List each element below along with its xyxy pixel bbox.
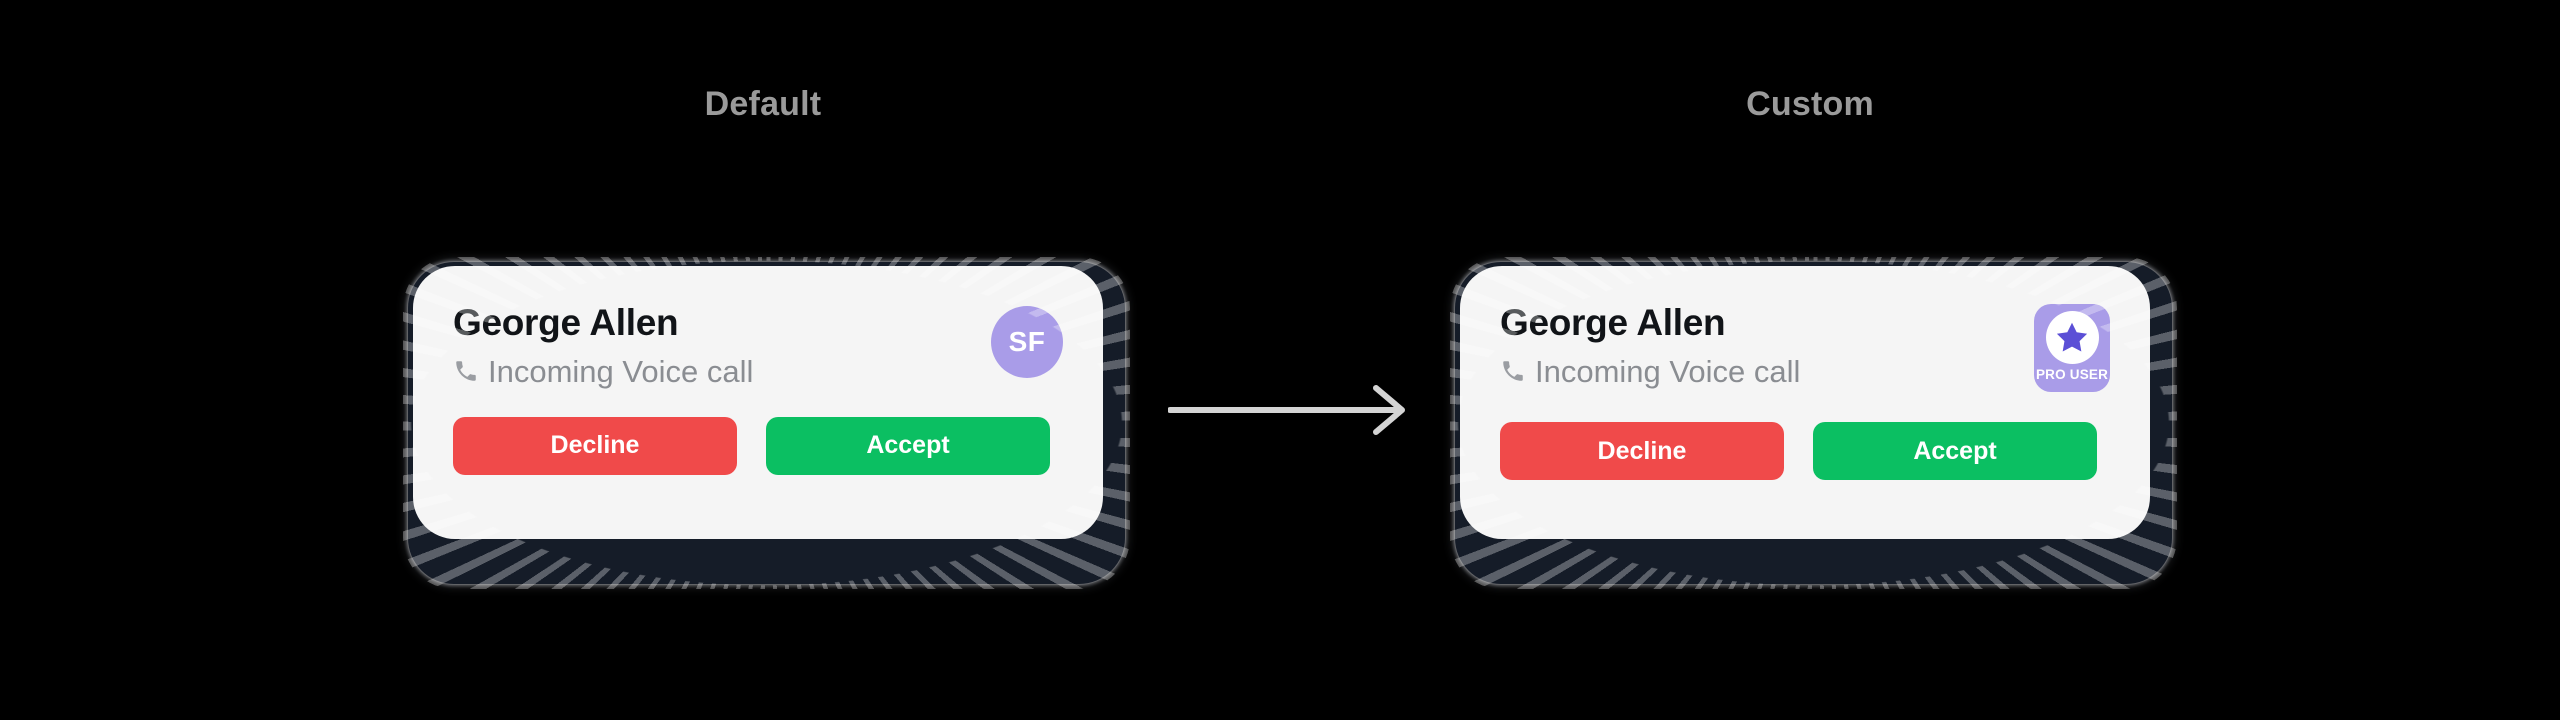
star-icon: [2056, 322, 2088, 352]
call-status-row: Incoming Voice call: [453, 356, 753, 387]
caller-name: George Allen: [1500, 302, 1726, 343]
accept-button[interactable]: Accept: [1813, 422, 2097, 480]
call-card-frame-custom: George Allen Incoming Voice call: [1455, 262, 2172, 584]
card-header-default: George Allen Incoming Voice call SF: [453, 302, 1063, 387]
call-actions-default: Decline Accept: [453, 416, 1063, 475]
pro-user-badge: PRO USER: [2034, 304, 2110, 392]
call-actions-custom: Decline Accept: [1500, 422, 2110, 480]
avatar: SF: [991, 306, 1063, 378]
accept-button[interactable]: Accept: [766, 416, 1050, 475]
column-heading-default: Default: [704, 85, 822, 123]
decline-button[interactable]: Decline: [453, 416, 737, 475]
incoming-call-card-custom: George Allen Incoming Voice call: [1460, 266, 2150, 539]
card-header-custom: George Allen Incoming Voice call: [1500, 302, 2110, 392]
phone-icon: [456, 361, 476, 382]
caller-info-custom: George Allen Incoming Voice call: [1500, 302, 1800, 387]
phone-icon: [1503, 361, 1523, 382]
pro-badge-label: PRO USER: [2035, 367, 2109, 382]
caller-name: George Allen: [453, 302, 679, 343]
incoming-call-card-default: George Allen Incoming Voice call SF Decl…: [413, 266, 1103, 539]
pro-badge-disc: [2045, 311, 2099, 364]
call-card-frame-default: George Allen Incoming Voice call SF Decl…: [408, 262, 1125, 584]
caller-info-default: George Allen Incoming Voice call: [453, 302, 753, 387]
call-status-row: Incoming Voice call: [1500, 356, 1800, 387]
call-status-text: Incoming Voice call: [488, 353, 754, 389]
call-status-text: Incoming Voice call: [1535, 353, 1801, 389]
arrow-right-icon: [1168, 385, 1405, 435]
column-heading-custom: Custom: [1746, 85, 1874, 123]
decline-button[interactable]: Decline: [1500, 422, 1784, 480]
